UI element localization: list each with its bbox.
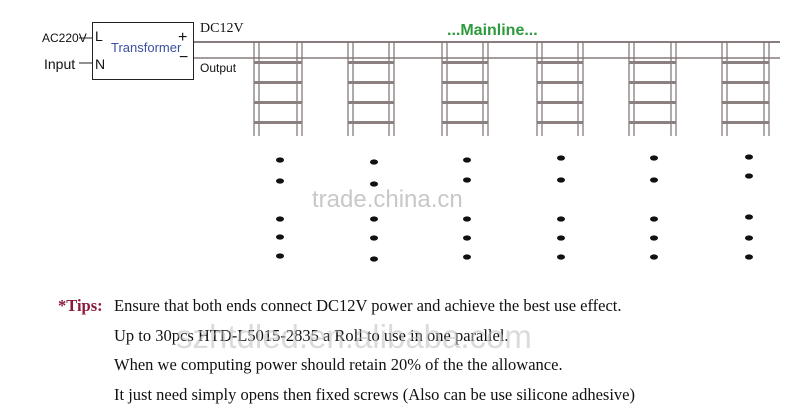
continuation-dot [370, 159, 378, 165]
strip-rung [629, 61, 676, 64]
continuation-dots [276, 154, 753, 262]
strip-rung [722, 121, 769, 124]
strip-rung [442, 101, 488, 104]
tips-row: It just need simply opens then fixed scr… [58, 380, 635, 410]
ac-voltage-label: AC220V [42, 31, 87, 45]
strip-rung [442, 121, 488, 124]
led-strip [628, 42, 677, 136]
watermark-tips: szhtdled.en.alibaba.com [176, 318, 532, 355]
terminal-n: N [95, 56, 106, 72]
tips-row: *Tips: Ensure that both ends connect DC1… [58, 291, 635, 321]
strip-rung [537, 121, 583, 124]
continuation-dot [370, 181, 378, 187]
continuation-dot [463, 235, 471, 241]
strip-rung [537, 61, 583, 64]
continuation-dot [557, 155, 565, 161]
continuation-dot [650, 216, 658, 222]
continuation-dot [463, 254, 471, 260]
continuation-dot [745, 214, 753, 220]
dc-voltage-label: DC12V [200, 21, 244, 36]
continuation-dot [276, 157, 284, 163]
continuation-dot [557, 235, 565, 241]
strip-rung [348, 101, 394, 104]
terminal-plus: + [178, 29, 188, 46]
strip-rung [254, 101, 302, 104]
strip-rung [629, 81, 676, 84]
input-label: Input [44, 56, 76, 72]
strip-rung [629, 121, 676, 124]
continuation-dot [745, 173, 753, 179]
strip-rung [254, 61, 302, 64]
continuation-dot [370, 216, 378, 222]
led-strip [721, 42, 770, 136]
watermark-center: trade.china.cn [312, 186, 463, 213]
strip-rung [254, 121, 302, 124]
led-strip [347, 42, 395, 136]
transformer-box: L N Transformer + − [92, 22, 194, 80]
continuation-dot [557, 177, 565, 183]
tip-line: Up to 30pcs HTD-L5015-2835 a Roll to use… [114, 325, 509, 345]
led-strip [253, 42, 303, 136]
continuation-dot [557, 254, 565, 260]
terminal-minus: − [179, 49, 189, 66]
strip-rung [254, 81, 302, 84]
continuation-dot [650, 254, 658, 260]
terminal-l: L [95, 28, 103, 44]
strip-rung [722, 101, 769, 104]
strip-rung [348, 61, 394, 64]
mainline-wires [194, 41, 780, 59]
continuation-dot [650, 235, 658, 241]
continuation-dot [276, 178, 284, 184]
strip-rung [629, 101, 676, 104]
strip-rung [348, 81, 394, 84]
continuation-dot [745, 254, 753, 260]
led-strip [536, 42, 584, 136]
tips-key: *Tips: [58, 296, 103, 315]
led-strips [253, 42, 770, 136]
continuation-dot [650, 155, 658, 161]
tip-line: It just need simply opens then fixed scr… [114, 384, 635, 404]
continuation-dot [650, 177, 658, 183]
continuation-dot [276, 234, 284, 240]
continuation-dot [557, 216, 565, 222]
tip-line: When we computing power should retain 20… [114, 355, 563, 374]
continuation-dot [463, 157, 471, 163]
continuation-dot [745, 235, 753, 241]
tips-row: When we computing power should retain 20… [58, 350, 635, 380]
continuation-dot [370, 256, 378, 262]
transformer-label: Transformer [111, 40, 182, 55]
led-strip [441, 42, 489, 136]
strip-rung [442, 81, 488, 84]
output-label: Output [200, 61, 237, 75]
continuation-dot [463, 177, 471, 183]
tip-line: Ensure that both ends connect DC12V powe… [114, 296, 622, 315]
continuation-dot [276, 216, 284, 222]
wiring-diagram [194, 41, 780, 262]
tips-section: *Tips: Ensure that both ends connect DC1… [58, 291, 635, 409]
strip-rung [348, 121, 394, 124]
mainline-label: ...Mainline... [447, 22, 538, 39]
strip-rung [537, 101, 583, 104]
continuation-dot [370, 235, 378, 241]
tips-row: Up to 30pcs HTD-L5015-2835 a Roll to use… [58, 321, 635, 351]
strip-rung [442, 61, 488, 64]
continuation-dot [745, 154, 753, 160]
strip-rung [722, 81, 769, 84]
continuation-dot [276, 253, 284, 259]
strip-rung [537, 81, 583, 84]
strip-rung [722, 61, 769, 64]
continuation-dot [463, 216, 471, 222]
